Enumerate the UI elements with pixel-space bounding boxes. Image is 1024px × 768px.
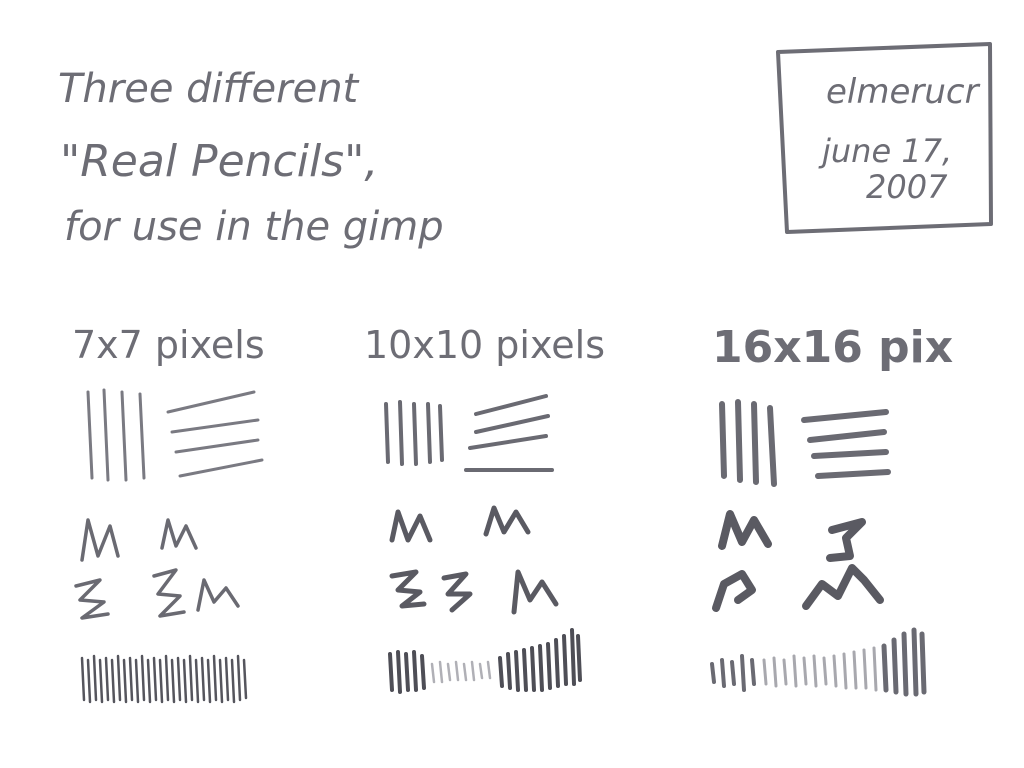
- pencil-samples-16x16: [710, 399, 927, 697]
- horizontal-strokes-7x7: [166, 390, 264, 478]
- column-label-10x10: 10x10 pixels: [364, 323, 605, 367]
- shading-swatch-10x10: [388, 628, 582, 694]
- column-label-16x16: 16x16 pix: [712, 322, 953, 373]
- signature-author: elmerucr: [826, 72, 981, 112]
- horizontal-strokes-10x10: [464, 394, 554, 472]
- horizontal-strokes-16x16: [801, 409, 891, 479]
- scribble-strokes-10x10: [389, 505, 559, 615]
- signature-box: elmerucr june 17, 2007: [776, 42, 993, 234]
- signature-date-line-1: june 17,: [818, 132, 952, 170]
- shading-swatch-7x7: [80, 654, 248, 704]
- signature-date-line-2: 2007: [866, 168, 948, 206]
- vertical-strokes-7x7: [86, 388, 146, 482]
- scribble-strokes-16x16: [712, 510, 884, 612]
- pencil-samples-7x7: [74, 388, 264, 704]
- scribble-strokes-7x7: [74, 518, 240, 620]
- title-line-1: Three different: [58, 66, 360, 112]
- title-line-3: for use in the gimp: [64, 204, 444, 250]
- vertical-strokes-10x10: [384, 400, 444, 466]
- column-label-7x7: 7x7 pixels: [72, 323, 265, 367]
- pencil-samples-10x10: [384, 394, 582, 694]
- vertical-strokes-16x16: [719, 399, 777, 487]
- signature-frame: [776, 42, 993, 234]
- shading-swatch-16x16: [710, 627, 927, 697]
- sketch-title: Three different "Real Pencils", for use …: [58, 66, 444, 250]
- column-labels: 7x7 pixels 10x10 pixels 16x16 pix: [72, 322, 953, 373]
- title-line-2: "Real Pencils",: [60, 136, 378, 187]
